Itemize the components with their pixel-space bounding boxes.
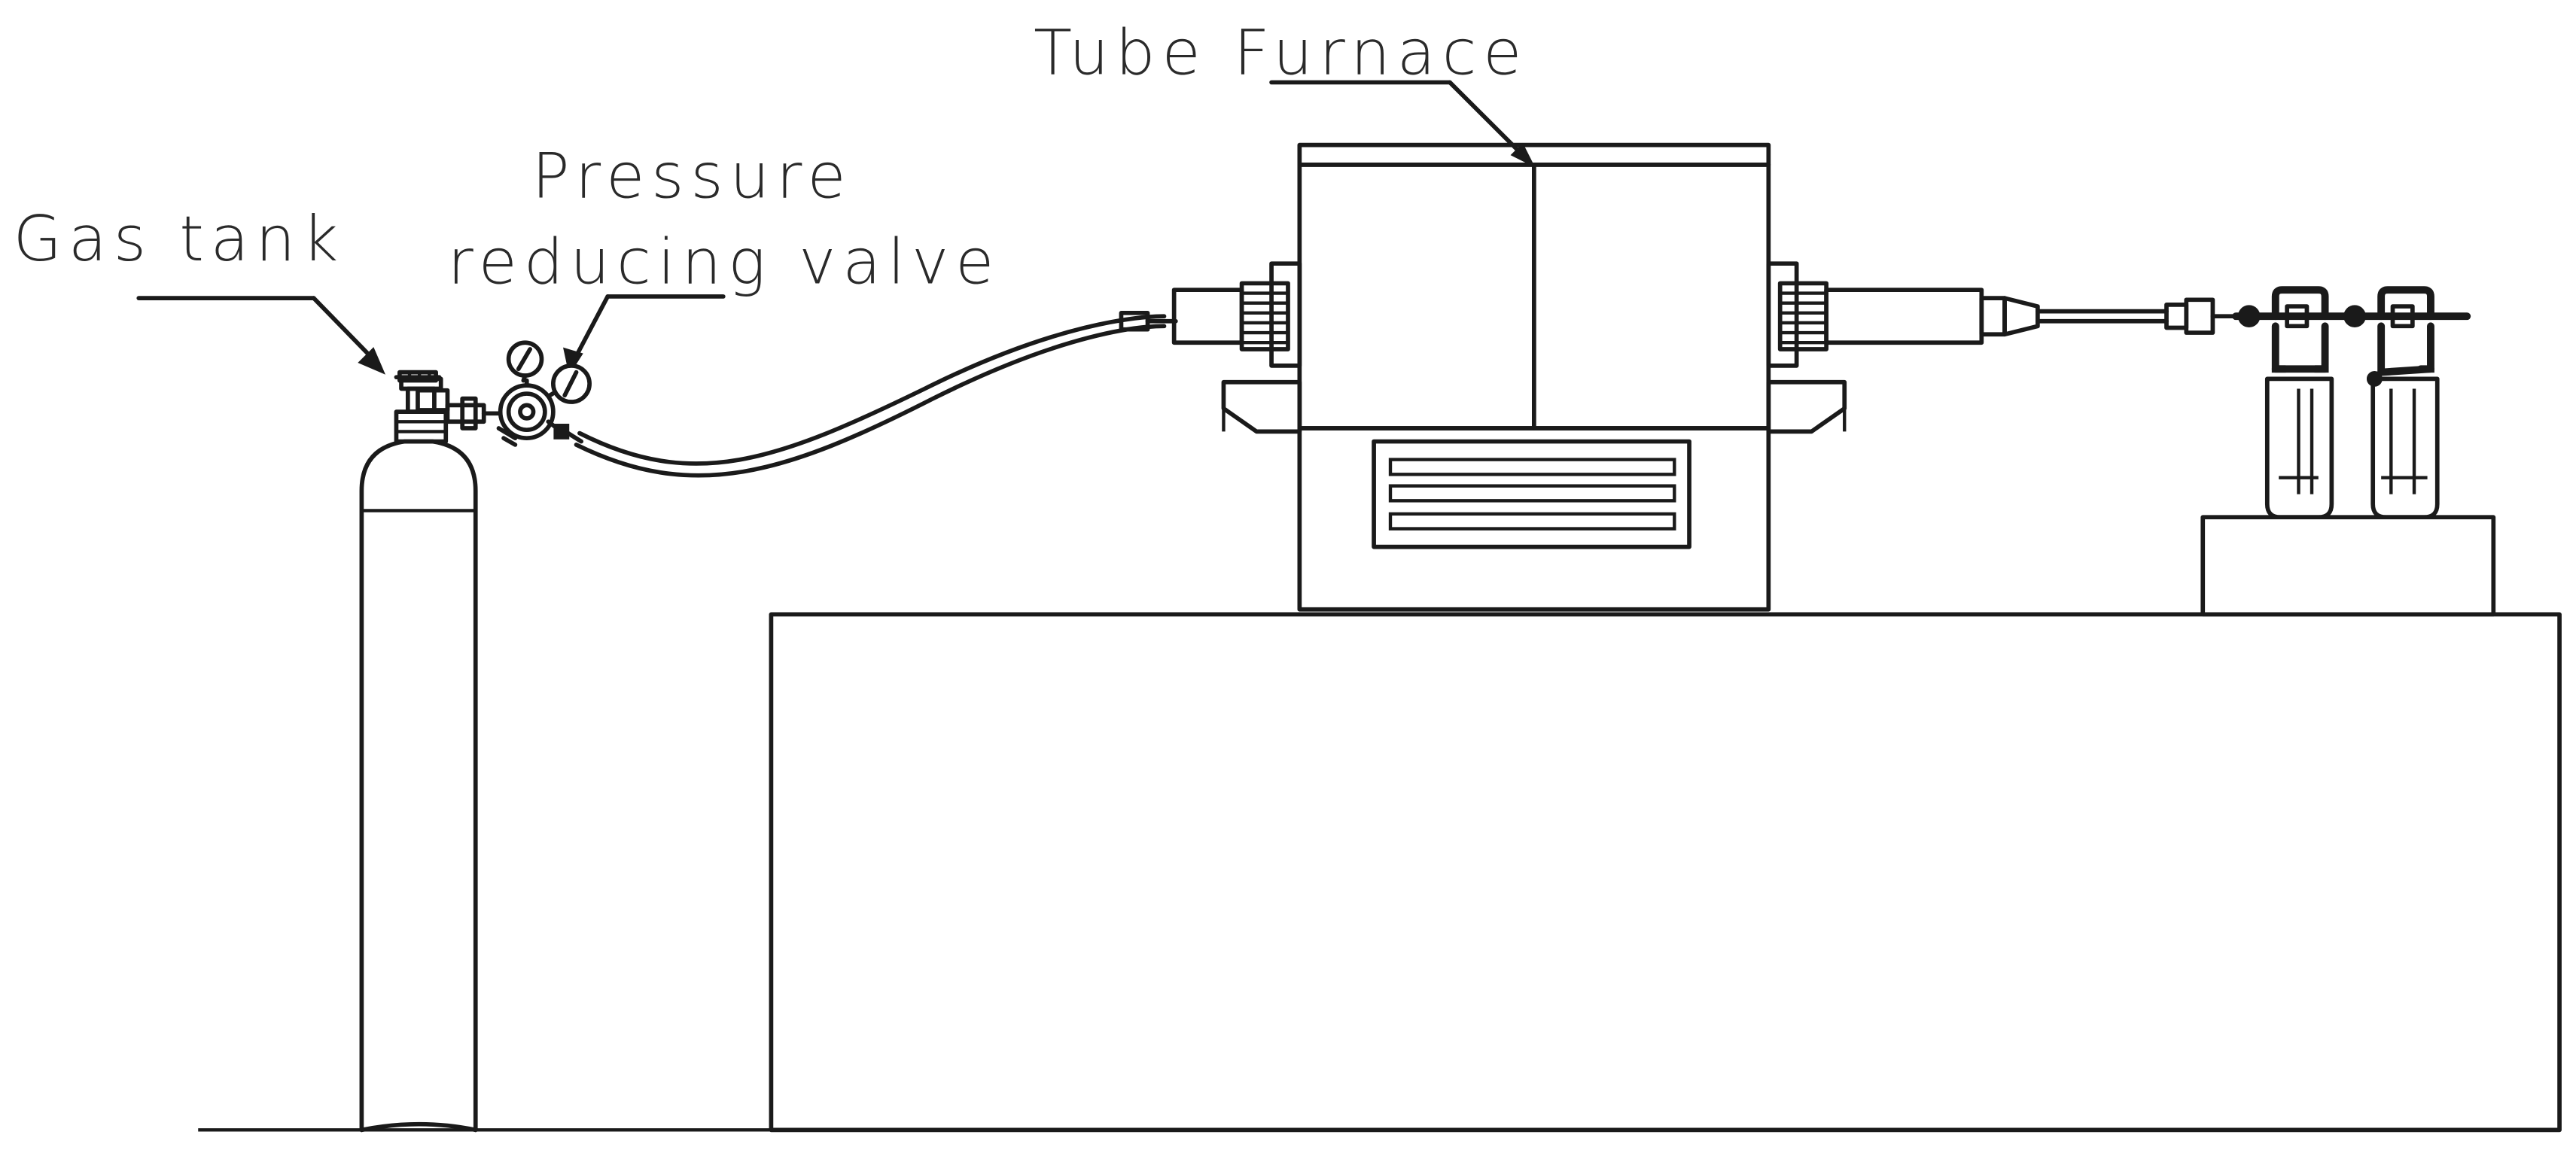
tube-furnace-leader — [1269, 80, 1536, 168]
pressure-label-line2: reducing valve — [447, 226, 1000, 299]
vent-grille — [1388, 458, 1676, 531]
bubbler-bottle-1 — [2264, 376, 2334, 520]
bubbler-stand — [2200, 515, 2496, 617]
furnace-right-flange — [1766, 261, 1984, 434]
gas-hose — [574, 310, 1178, 478]
tank-connector-pipe — [445, 396, 501, 430]
tube-furnace — [1297, 142, 1771, 612]
gas-tank — [359, 376, 478, 1133]
bubbler-bottle-2 — [2370, 376, 2440, 520]
pressure-label-line1: Pressure — [531, 140, 852, 213]
gas-tank-leader — [136, 296, 386, 375]
workbench — [769, 612, 2562, 1133]
tube-furnace-label: Tube Furnace — [1034, 17, 1528, 90]
pressure-valve-leader — [563, 294, 726, 376]
gas-tank-label: Gas tank — [14, 202, 346, 275]
bubbler-connections — [2232, 286, 2471, 387]
furnace-left-flange — [1171, 261, 1302, 434]
furnace-vent-panel — [1372, 439, 1691, 549]
pressure-reducing-valve — [496, 340, 592, 447]
outlet-tube — [1979, 296, 2238, 337]
tank-valve-handwheel-icon — [394, 370, 442, 383]
